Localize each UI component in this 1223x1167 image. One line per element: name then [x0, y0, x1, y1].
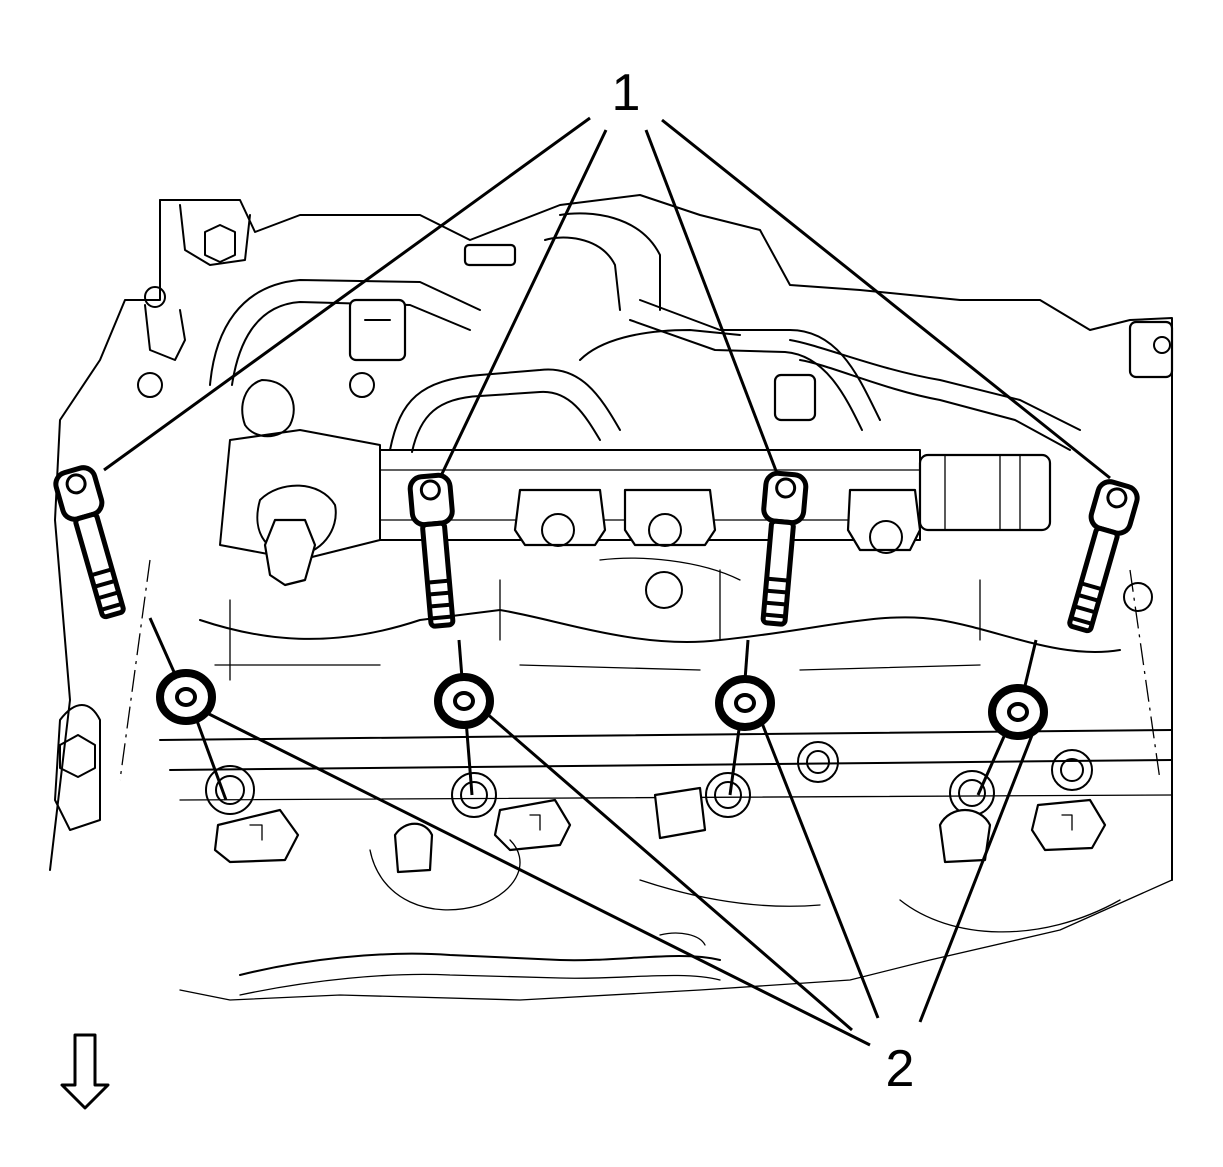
callout-label-1: 1	[612, 64, 641, 122]
bolt-4	[1067, 479, 1140, 634]
bolt-3	[760, 470, 809, 627]
down-arrow-icon	[60, 1033, 110, 1110]
callout-1-backing	[600, 58, 652, 116]
washer-2	[434, 673, 494, 729]
callout-2-backing	[872, 1032, 928, 1092]
washer-1	[156, 669, 216, 725]
washer-4	[988, 684, 1048, 740]
callout-label-2: 2	[886, 1040, 915, 1098]
injector-ports	[513, 488, 922, 554]
bolt-1	[53, 465, 126, 620]
washer-3	[715, 675, 775, 731]
injector-connectors	[213, 786, 1107, 874]
engine-background	[49, 194, 1174, 1001]
injector-bores	[205, 741, 1093, 818]
callout-2-leaders	[204, 710, 1038, 1047]
bolt-axis-lines	[148, 617, 1038, 801]
bolt-2	[407, 472, 456, 629]
callout-1-leaders	[103, 116, 1111, 480]
